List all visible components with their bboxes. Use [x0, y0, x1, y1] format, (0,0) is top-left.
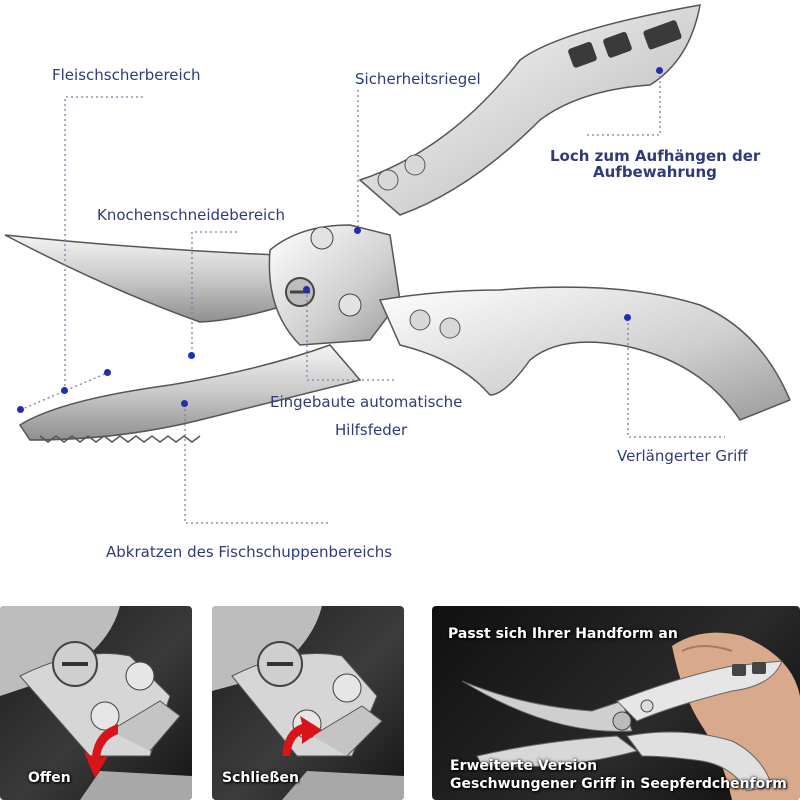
label-safety-latch: Sicherheitsriegel	[355, 70, 481, 88]
stop-knob	[310, 226, 334, 250]
pivot-body	[268, 224, 401, 346]
label-bone-cutting-area: Knochenschneidebereich	[97, 206, 285, 224]
version-line2: Geschwungener Griff in Seepferdchenform	[450, 776, 787, 792]
callout-dot	[188, 352, 195, 359]
serrated-edge	[39, 435, 201, 443]
panel-open: Offen	[0, 606, 192, 800]
rivet	[409, 309, 431, 331]
version-line1: Erweiterte Version	[450, 758, 598, 774]
label-spring-line2: Hilfsfeder	[335, 421, 408, 439]
callout-dot	[354, 227, 361, 234]
hand-holding-shears-illustration	[461, 632, 800, 800]
label-fish-scale-area: Abkratzen des Fischschuppenbereichs	[106, 543, 393, 561]
hang-hole-1	[568, 42, 597, 68]
callout-dot	[61, 387, 68, 394]
label-hang-hole-line2: Aufbewahrung	[593, 163, 717, 181]
hang-hole-2	[603, 32, 632, 58]
product-diagram: Fleischscherbereich Sicherheitsriegel Lo…	[4, 4, 791, 561]
callout-dot	[104, 369, 111, 376]
callout-dot	[181, 400, 188, 407]
callout-dot	[656, 67, 663, 74]
callout-dot	[624, 314, 631, 321]
lower-handle	[378, 286, 791, 421]
red-arrow-icon	[84, 724, 118, 778]
label-meat-cutting-area: Fleischscherbereich	[52, 66, 201, 84]
label-hang-hole-line1: Loch zum Aufhängen der	[550, 147, 761, 165]
hand-fit-title: Passt sich Ihrer Handform an	[448, 626, 678, 642]
closed-mechanism-illustration	[212, 606, 404, 800]
rivet	[439, 317, 461, 339]
rivet	[377, 169, 399, 191]
kitchen-shears-illustration	[4, 4, 791, 524]
stop-knob	[338, 293, 362, 317]
rivet	[404, 154, 426, 176]
hang-hole-3	[643, 20, 682, 50]
open-label: Offen	[28, 770, 71, 786]
panel-hand-fit: Passt sich Ihrer Handform an Erweiterte …	[432, 606, 800, 800]
open-mechanism-illustration	[0, 606, 192, 800]
lower-blade	[18, 344, 362, 441]
panel-close: Schließen	[212, 606, 404, 800]
callout-lines	[19, 72, 725, 524]
close-label: Schließen	[222, 770, 299, 786]
upper-handle	[358, 4, 701, 216]
callout-dot	[17, 406, 24, 413]
callout-dot	[303, 286, 310, 293]
label-spring-line1: Eingebaute automatische	[270, 393, 463, 411]
label-extended-handle: Verlängerter Griff	[617, 447, 748, 465]
red-arrow-icon	[282, 716, 322, 756]
